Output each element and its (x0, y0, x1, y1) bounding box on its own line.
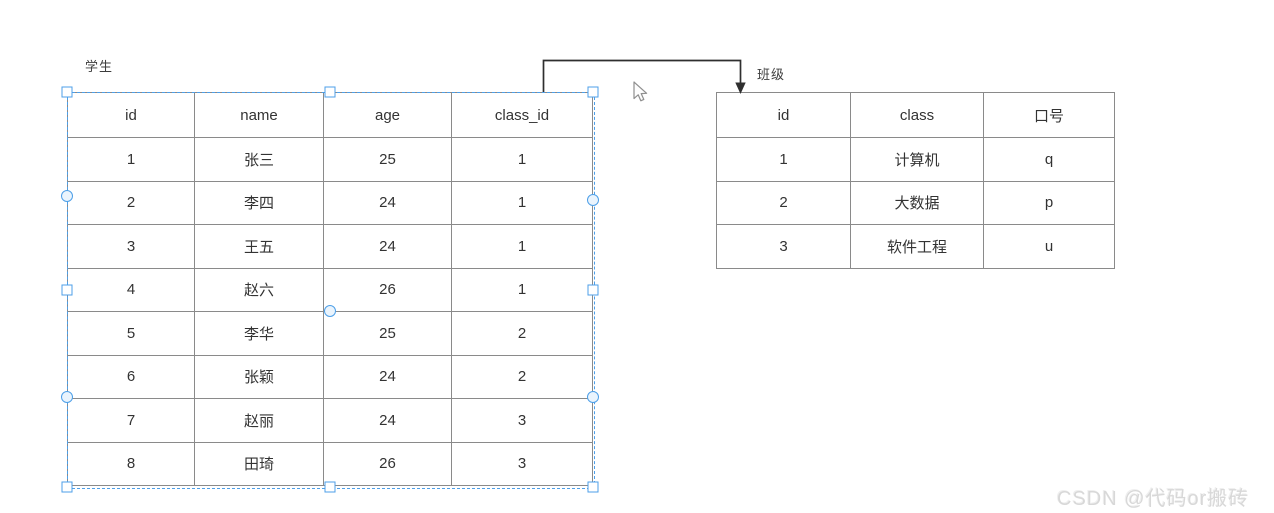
table-cell: 5 (67, 311, 195, 356)
table-cell: 2 (451, 354, 593, 399)
column-header: 口号 (983, 92, 1115, 138)
column-header: name (194, 92, 324, 138)
resize-handle-bottom-center[interactable] (324, 481, 336, 493)
table-cell: 2 (67, 180, 195, 225)
table-cell: 3 (67, 224, 195, 269)
connection-point-right-upper[interactable] (587, 194, 599, 206)
resize-handle-top-left[interactable] (61, 86, 73, 98)
table-cell: q (983, 137, 1115, 182)
table-cell: 24 (323, 398, 452, 443)
table-cell: u (983, 224, 1115, 269)
table-cell: 25 (323, 311, 452, 356)
column-header: id (716, 92, 851, 138)
table-cell: 25 (323, 137, 452, 182)
connection-point-left-lower[interactable] (61, 391, 73, 403)
table-cell: 26 (323, 267, 452, 312)
table-cell: 1 (716, 137, 851, 182)
resize-handle-middle-left[interactable] (61, 284, 73, 296)
class-table-label: 班级 (757, 67, 786, 82)
column-header: age (323, 92, 452, 138)
table-cell: 3 (716, 224, 851, 269)
table-cell: 赵六 (194, 267, 324, 312)
table-cell: 李四 (194, 180, 324, 225)
table-cell: 24 (323, 354, 452, 399)
table-cell: 软件工程 (850, 224, 984, 269)
student-table-label: 学生 (85, 59, 114, 74)
table-cell: 24 (323, 180, 452, 225)
table-cell: 1 (67, 137, 195, 182)
table-cell: 4 (67, 267, 195, 312)
connection-point-left-upper[interactable] (61, 190, 73, 202)
connection-point-inner[interactable] (324, 305, 336, 317)
table-cell: 王五 (194, 224, 324, 269)
connection-point-right-lower[interactable] (587, 391, 599, 403)
column-header: class_id (451, 92, 593, 138)
table-cell: 3 (451, 441, 593, 486)
resize-handle-bottom-left[interactable] (61, 481, 73, 493)
table-cell: 2 (716, 180, 851, 225)
table-cell: 1 (451, 267, 593, 312)
resize-handle-top-center[interactable] (324, 86, 336, 98)
column-header: id (67, 92, 195, 138)
table-cell: 田琦 (194, 441, 324, 486)
table-cell: 1 (451, 137, 593, 182)
column-header: class (850, 92, 984, 138)
table-cell: 赵丽 (194, 398, 324, 443)
connector-line[interactable] (542, 59, 742, 93)
table-cell: 26 (323, 441, 452, 486)
resize-handle-bottom-right[interactable] (587, 481, 599, 493)
table-cell: 24 (323, 224, 452, 269)
table-cell: 张三 (194, 137, 324, 182)
table-cell: 张颖 (194, 354, 324, 399)
table-cell: p (983, 180, 1115, 225)
table-cell: 2 (451, 311, 593, 356)
table-cell: 3 (451, 398, 593, 443)
mouse-cursor-icon (633, 81, 648, 102)
csdn-watermark: CSDN @代码or搬砖 (1057, 488, 1250, 510)
table-cell: 1 (451, 224, 593, 269)
table-cell: 李华 (194, 311, 324, 356)
table-cell: 1 (451, 180, 593, 225)
resize-handle-middle-right[interactable] (587, 284, 599, 296)
table-cell: 7 (67, 398, 195, 443)
table-cell: 6 (67, 354, 195, 399)
resize-handle-top-right[interactable] (587, 86, 599, 98)
table-cell: 大数据 (850, 180, 984, 225)
table-cell: 计算机 (850, 137, 984, 182)
table-cell: 8 (67, 441, 195, 486)
